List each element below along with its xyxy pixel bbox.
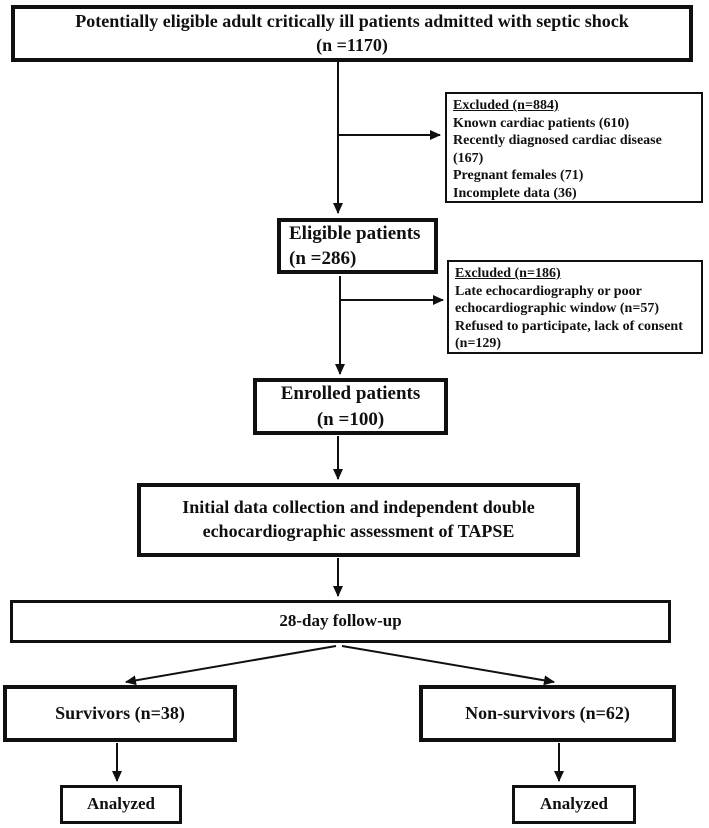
- box-analyzed-survivors: Analyzed: [60, 785, 182, 824]
- box-excluded-1: Excluded (n=884) Known cardiac patients …: [445, 92, 703, 203]
- box-followup: 28-day follow-up: [10, 600, 671, 643]
- box-eligible-patients-count: (n =286): [289, 248, 357, 269]
- box-enrolled-patients-line1: Enrolled patients: [280, 383, 421, 405]
- excluded-1-item: Recently diagnosed cardiac disease (167): [453, 133, 662, 166]
- box-excluded-2: Excluded (n=186) Late echocardiography o…: [447, 260, 703, 354]
- box-eligible-patients-line1: Eligible patients: [289, 222, 421, 244]
- box-assessment-line1: Initial data collection and independent …: [182, 497, 535, 518]
- box-analyzed-nonsurvivors: Analyzed: [512, 785, 636, 824]
- excluded-1-item: Pregnant females (71): [453, 168, 584, 183]
- box-assessment-line2: echocardiographic assessment of TAPSE: [202, 521, 515, 541]
- box-survivors-label: Survivors (n=38): [55, 702, 185, 723]
- box-potentially-eligible-count: (n =1170): [316, 34, 388, 55]
- box-enrolled-patients-count: (n =100): [316, 408, 385, 430]
- box-survivors: Survivors (n=38): [3, 685, 237, 742]
- excluded-1-heading: Excluded (n=884): [453, 98, 559, 113]
- box-analyzed-nonsurvivors-label: Analyzed: [540, 794, 608, 814]
- arrow-followup-to-survivors: [125, 645, 337, 686]
- box-assessment: Initial data collection and independent …: [137, 483, 580, 557]
- box-followup-label: 28-day follow-up: [279, 611, 402, 631]
- excluded-2-item: Refused to participate, lack of consent …: [455, 318, 683, 352]
- box-potentially-eligible-line1: Potentially eligible adult critically il…: [75, 10, 629, 31]
- excluded-2-item: Late echocardiography or poor echocardio…: [455, 283, 659, 317]
- excluded-1-item: Known cardiac patients (610): [453, 115, 630, 131]
- box-nonsurvivors-label: Non-survivors (n=62): [465, 702, 630, 723]
- box-analyzed-survivors-label: Analyzed: [87, 794, 155, 814]
- arrow-followup-to-nonsurvivors: [341, 645, 555, 686]
- box-potentially-eligible: Potentially eligible adult critically il…: [11, 5, 693, 62]
- excluded-2-heading: Excluded (n=186): [455, 266, 561, 281]
- excluded-1-item: Incomplete data (36): [453, 185, 577, 201]
- box-enrolled-patients: Enrolled patients (n =100): [253, 378, 448, 435]
- box-nonsurvivors: Non-survivors (n=62): [419, 685, 676, 742]
- box-eligible-patients: Eligible patients (n =286): [277, 218, 438, 274]
